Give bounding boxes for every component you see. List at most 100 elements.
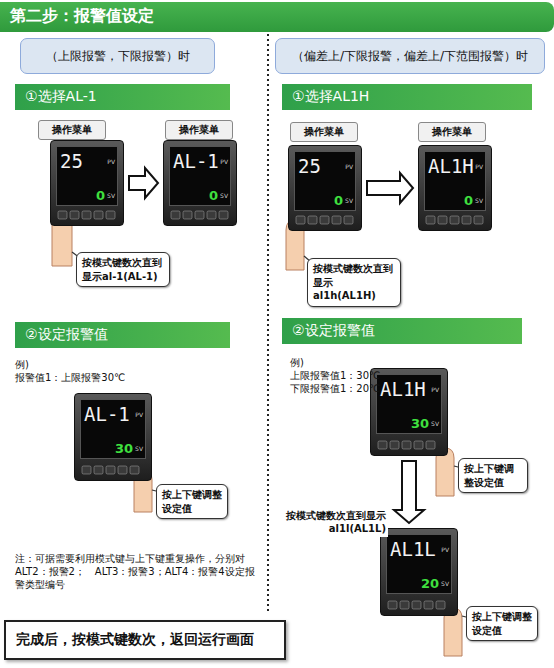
key: [183, 211, 192, 219]
key: [426, 216, 435, 224]
key: [207, 211, 216, 219]
key: [402, 441, 411, 449]
node-text: 操作菜单: [293, 125, 355, 139]
sv-tag: SV: [220, 193, 228, 199]
key: [400, 601, 409, 609]
key-row: [81, 463, 141, 477]
key: [94, 211, 103, 219]
key: [82, 466, 91, 474]
key: [378, 441, 387, 449]
key-row: [170, 208, 230, 222]
lcd-screen: 250PVSV: [294, 151, 356, 211]
step-bar: ②设定报警值: [15, 322, 230, 348]
callout-box: 按上下键调整设定值: [156, 484, 228, 519]
key: [58, 211, 67, 219]
pointing-finger: [52, 216, 462, 656]
node-text: 完成后，按模式键数次，返回运行画面: [16, 631, 254, 649]
key: [106, 211, 115, 219]
key: [390, 441, 399, 449]
node-text: ②设定报警值: [292, 322, 375, 340]
sv-tag: SV: [431, 421, 439, 427]
controller-display: AL1L20PVSV: [380, 528, 458, 616]
menu-tag: 操作菜单: [290, 122, 358, 142]
example-text: 例): [290, 356, 410, 369]
node-text: 操作菜单: [168, 123, 230, 137]
sv-tag: SV: [107, 193, 115, 199]
key: [130, 466, 139, 474]
controller-display: 250PVSV: [50, 140, 124, 226]
menu-tag: 操作菜单: [38, 120, 106, 140]
key: [438, 216, 447, 224]
callout-box: 按上下键调整设定值: [466, 606, 538, 641]
key-row: [387, 598, 447, 612]
example-text: 上限报警值1：30℃: [290, 369, 450, 382]
pv-tag: PV: [135, 412, 143, 418]
callout-box: 按上下键调整设定值: [458, 458, 528, 493]
sv-readout: 0: [334, 194, 343, 207]
lcd-screen: 250PVSV: [56, 146, 118, 206]
sv-readout: 30: [411, 417, 429, 430]
lcd-screen: AL1H 0 PV SV: [424, 151, 486, 211]
step-bar: ②设定报警值: [282, 318, 522, 344]
lcd-screen: AL1H30PVSV: [376, 374, 442, 434]
sv-readout: 30: [115, 442, 133, 455]
key: [70, 211, 79, 219]
key: [436, 601, 445, 609]
controller-display: AL-10PVSV: [163, 140, 237, 226]
node-text: 操作菜单: [421, 125, 483, 139]
controller-display: AL1H30PVSV: [370, 368, 448, 456]
key: [171, 211, 180, 219]
key: [320, 216, 329, 224]
step-bar: ①选择AL1H: [282, 84, 532, 110]
callout-box: 按模式键数次直到显示al-1(AL-1): [76, 252, 170, 287]
condition-box: （上限报警，下限报警）时: [20, 38, 215, 74]
sv-tag: SV: [135, 446, 143, 452]
lcd-screen: AL1L20PVSV: [386, 534, 452, 594]
pv-readout: AL1H: [428, 157, 474, 176]
node-text: 按模式键数次直到显示al1h(AL1H): [313, 262, 395, 303]
node-text: ①选择AL-1: [25, 88, 97, 106]
diagram-root: 第二步：报警值设定（上限报警，下限报警）时（偏差上/下限报警，偏差上/下范围报警…: [0, 0, 554, 59]
key: [332, 216, 341, 224]
key: [296, 216, 305, 224]
key-row: [425, 213, 485, 227]
key: [94, 466, 103, 474]
note-text: 注：可据需要利用模式键与上下键重复操作，分别对ALT2：报警2； ALT3：报警…: [15, 552, 260, 591]
key: [344, 216, 353, 224]
key: [118, 466, 127, 474]
controller-display: AL1H 0 PV SV: [418, 145, 492, 231]
sv-readout: 0: [96, 189, 105, 202]
example-text: 报警值1：上限报警30℃: [15, 371, 215, 384]
key: [388, 601, 397, 609]
node-text: 按上下键调整设定值: [472, 610, 532, 637]
pv-readout: AL1L: [390, 540, 436, 559]
block-arrow: [394, 461, 424, 523]
callout-box: 按模式键数次直到显示al1h(AL1H): [307, 258, 401, 307]
key-row: [295, 213, 355, 227]
sv-readout: 0: [464, 194, 473, 207]
block-arrow: [367, 173, 413, 203]
key: [424, 601, 433, 609]
node-text: 按模式键数次直到显示al-1(AL-1): [82, 256, 164, 283]
node-text: （偏差上/下限报警，偏差上/下范围报警）时: [292, 48, 528, 65]
node-text: ②设定报警值: [25, 326, 108, 344]
sv-readout: 0: [209, 189, 218, 202]
pv-readout: 25: [298, 157, 321, 176]
title-band: 第二步：报警值设定: [0, 2, 554, 32]
controller-display: AL-130PVSV: [74, 393, 152, 481]
edge-label: 按模式键数次直到显示al1l(AL1L): [282, 508, 388, 537]
pv-tag: PV: [441, 547, 449, 553]
sv-tag: SV: [441, 581, 449, 587]
sv-tag: SV: [475, 198, 483, 204]
node-text: （上限报警，下限报警）时: [46, 48, 190, 65]
example-text: 下限报警值1：20℃: [290, 382, 450, 395]
key: [462, 216, 471, 224]
key: [450, 216, 459, 224]
key: [412, 601, 421, 609]
final-note-box: 完成后，按模式键数次，返回运行画面: [4, 620, 286, 660]
block-arrow: [129, 168, 158, 198]
lcd-screen: AL-10PVSV: [169, 146, 231, 206]
pv-tag: PV: [475, 164, 483, 170]
key-row: [57, 208, 117, 222]
node-text: 按上下键调整设定值: [162, 488, 222, 515]
